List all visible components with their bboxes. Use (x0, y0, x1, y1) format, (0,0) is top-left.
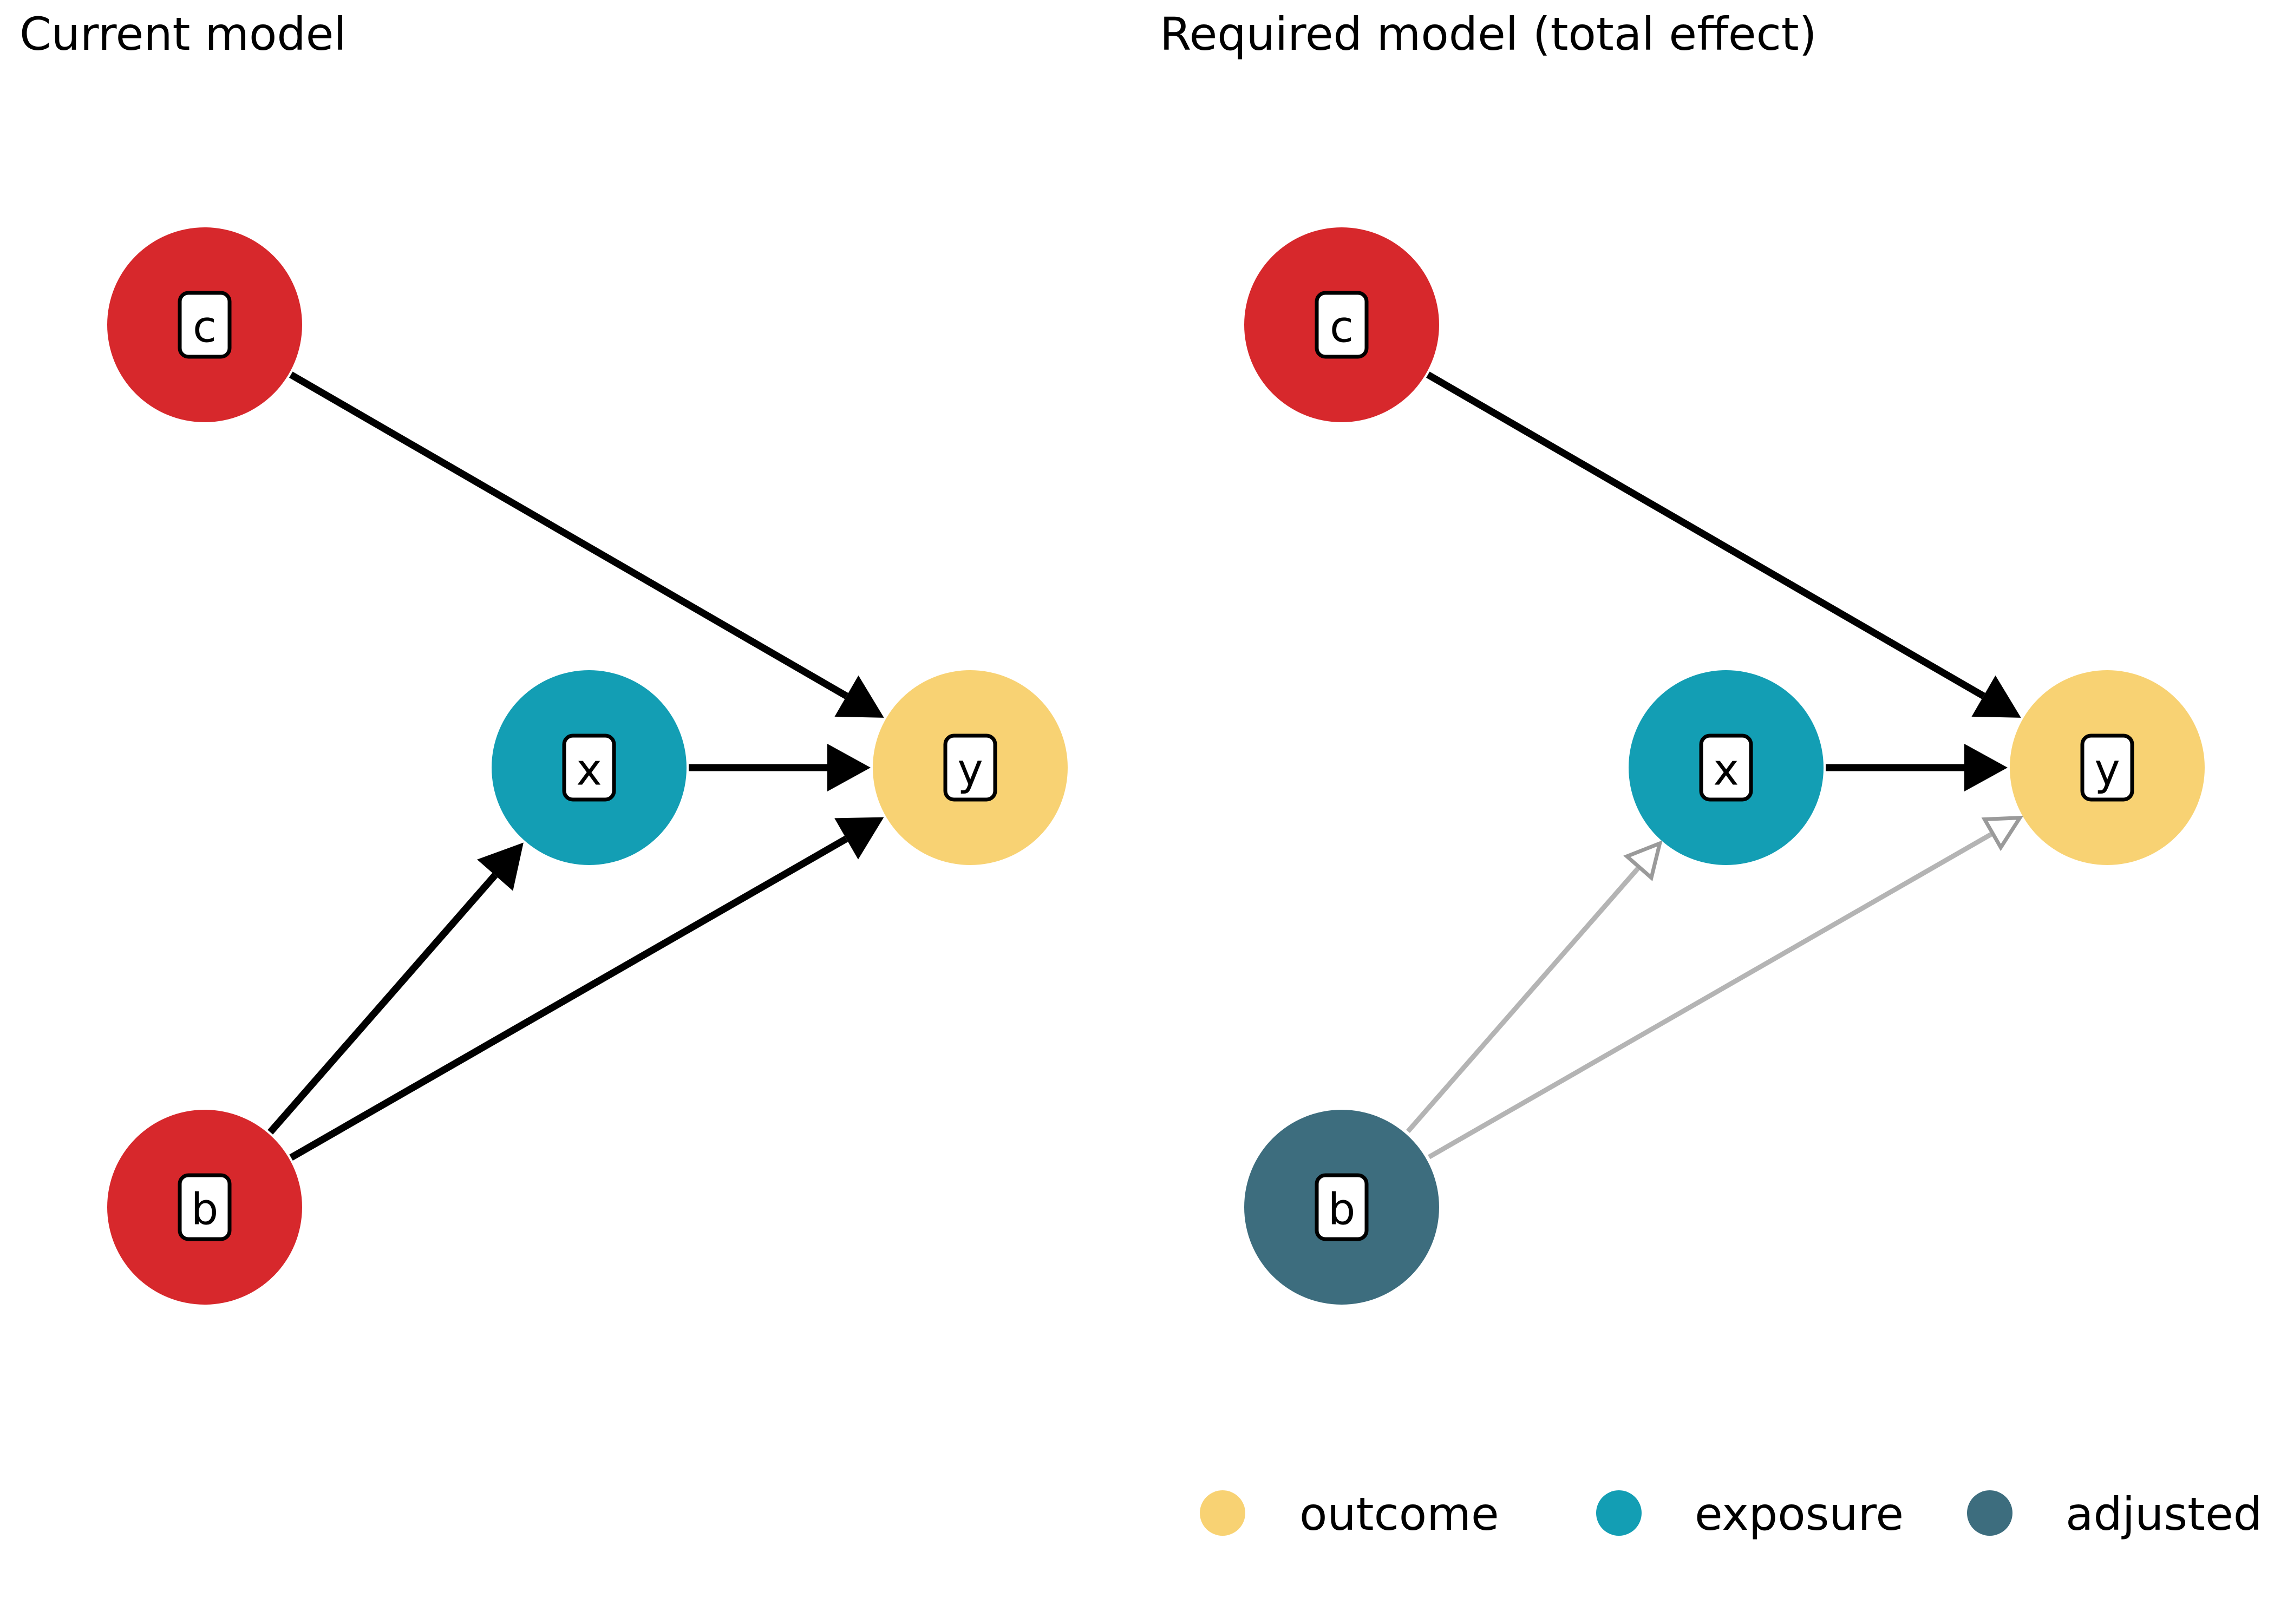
node-label-box-c (178, 291, 232, 359)
edge-b-to-y (289, 835, 848, 1161)
node-required-model-x[interactable]: x (1629, 670, 1824, 865)
node-required-model-b[interactable]: b (1244, 1110, 1439, 1305)
arrowhead-c-to-y (834, 675, 884, 718)
edge-b-to-y (1428, 831, 1994, 1160)
edge-b-to-x (1406, 865, 1641, 1133)
panel-title-required-model: Required model (total effect) (1160, 8, 1817, 61)
legend-marker-adjusted (1967, 1490, 2012, 1536)
panel-title-current-model: Current model (19, 8, 347, 61)
node-required-model-y[interactable]: y (2010, 670, 2205, 865)
node-label-b: b (191, 1184, 219, 1235)
node-label-x: x (1713, 745, 1739, 795)
edge-b-to-x (267, 873, 498, 1135)
arrowhead-x-to-y (827, 744, 871, 791)
node-label-c: c (1330, 302, 1354, 352)
node-label-y: y (2094, 745, 2120, 795)
edge-c-to-y (1426, 371, 1985, 699)
legend-label-adjusted: adjusted (2066, 1488, 2262, 1541)
edge-c-to-y (289, 371, 848, 699)
legend: outcome exposure adjusted (1200, 1488, 2262, 1541)
arrowhead-b-to-y (834, 817, 884, 860)
arrowhead-c-to-y (1971, 675, 2021, 718)
node-label-b: b (1328, 1184, 1356, 1235)
panel-current-model: c b x y (107, 227, 1068, 1305)
legend-marker-exposure (1596, 1490, 1642, 1536)
node-label-box-y (2080, 734, 2134, 802)
node-label-box-y (943, 734, 997, 802)
arrowhead-x-to-y (1964, 744, 2008, 791)
node-label-box-b (178, 1173, 232, 1241)
legend-label-outcome: outcome (1299, 1488, 1499, 1541)
node-required-model-c[interactable]: c (1244, 227, 1439, 422)
node-label-box-b (1315, 1173, 1369, 1241)
node-label-x: x (576, 745, 602, 795)
arrowhead-b-to-x (477, 842, 524, 891)
node-current-model-c[interactable]: c (107, 227, 302, 422)
node-current-model-x[interactable]: x (492, 670, 687, 865)
edges-current-model (267, 371, 884, 1161)
arrowhead-b-to-y (1981, 815, 2024, 852)
nodes-required-model: c b x y (1244, 227, 2205, 1305)
panel-required-model: c b x y (1244, 227, 2205, 1305)
node-current-model-b[interactable]: b (107, 1110, 302, 1305)
edges-required-model (1406, 371, 2024, 1160)
node-label-box-x (1699, 734, 1753, 802)
arrowhead-b-to-x (1623, 840, 1663, 881)
node-label-box-x (562, 734, 616, 802)
node-label-c: c (193, 302, 217, 352)
legend-label-exposure: exposure (1695, 1488, 1904, 1541)
legend-marker-outcome (1200, 1490, 1245, 1536)
node-label-box-c (1315, 291, 1369, 359)
node-label-y: y (957, 745, 983, 795)
node-current-model-y[interactable]: y (873, 670, 1068, 865)
nodes-current-model: c b x y (107, 227, 1068, 1305)
